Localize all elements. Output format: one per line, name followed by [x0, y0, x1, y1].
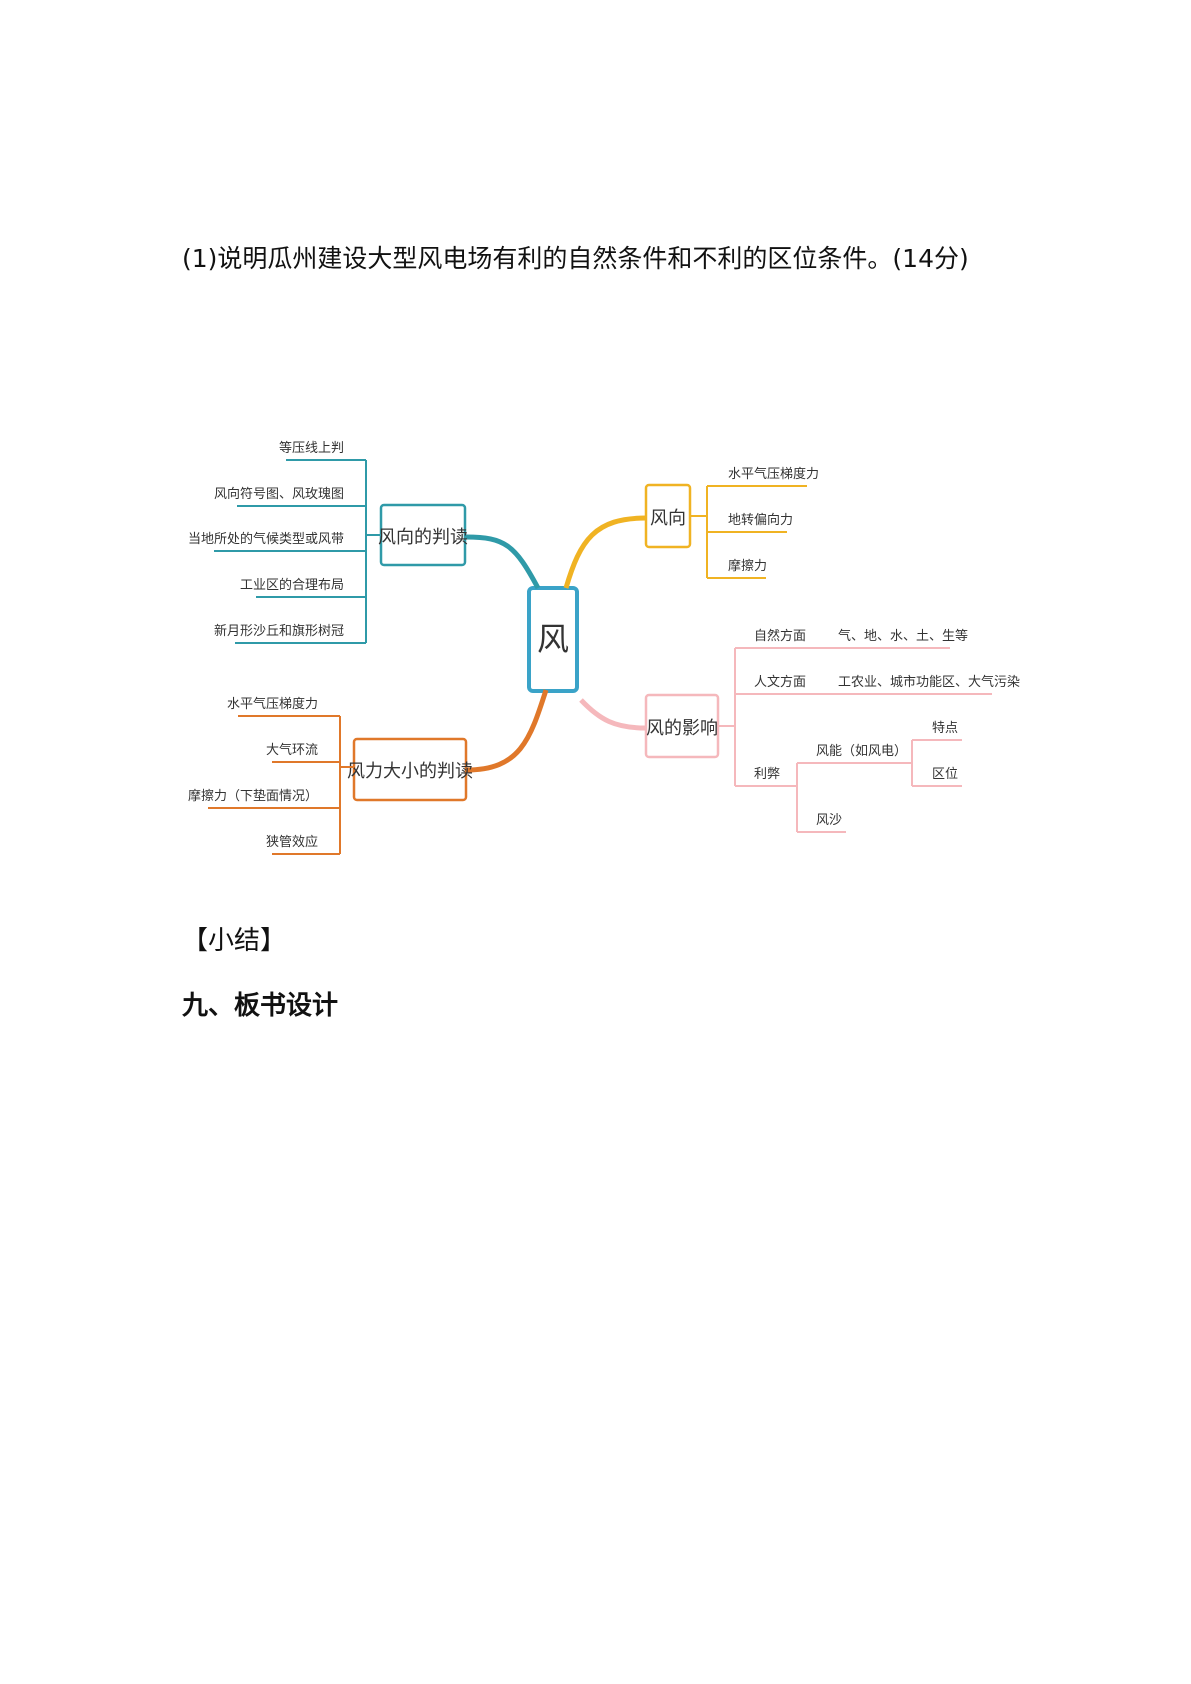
direction-judge-item: 当地所处的气候类型或风带	[188, 531, 366, 552]
wind-sand-branch: 风沙	[797, 813, 846, 833]
wind-direction-item: 摩擦力	[707, 558, 767, 579]
influence-natural: 自然方面 气、地、水、土、生等	[735, 628, 968, 649]
wind-direction-node: 风向	[644, 483, 692, 549]
strength-judge-item: 摩擦力（下垫面情况）	[188, 788, 340, 809]
svg-text:狭管效应: 狭管效应	[266, 834, 318, 850]
svg-text:人文方面: 人文方面	[754, 674, 806, 690]
svg-text:摩擦力: 摩擦力	[728, 558, 767, 574]
svg-text:等压线上判: 等压线上判	[279, 440, 344, 456]
summary-label: 【小结】	[182, 926, 287, 956]
svg-text:风能（如风电）: 风能（如风电）	[816, 743, 907, 759]
svg-text:自然方面: 自然方面	[754, 628, 806, 644]
svg-text:水平气压梯度力: 水平气压梯度力	[728, 466, 819, 482]
strength-judge-item: 大气环流	[266, 742, 340, 763]
strength-judge-node: 风力大小的判读	[347, 737, 473, 802]
svg-text:区位: 区位	[932, 767, 958, 782]
center-label: 风	[537, 620, 569, 658]
svg-text:气、地、水、土、生等: 气、地、水、土、生等	[838, 628, 968, 644]
svg-text:水平气压梯度力: 水平气压梯度力	[227, 696, 318, 712]
svg-text:大气环流: 大气环流	[266, 742, 318, 758]
wind-direction-item: 地转偏向力	[707, 512, 793, 533]
wind-energy-branch: 风能（如风电）	[797, 743, 912, 764]
strength-judge-item: 水平气压梯度力	[227, 696, 340, 717]
svg-text:利弊: 利弊	[754, 766, 780, 782]
influence-node: 风的影响	[644, 693, 720, 759]
svg-text:新月形沙丘和旗形树冠: 新月形沙丘和旗形树冠	[214, 623, 344, 639]
section-heading: 九、板书设计	[182, 991, 339, 1021]
svg-text:工农业、城市功能区、大气污染: 工农业、城市功能区、大气污染	[838, 674, 1020, 690]
question-text: (1)说明瓜州建设大型风电场有利的自然条件和不利的区位条件。(14分)	[182, 244, 969, 273]
direction-judge-item: 新月形沙丘和旗形树冠	[214, 623, 366, 644]
center-node: 风	[527, 586, 579, 693]
svg-text:特点: 特点	[932, 721, 958, 736]
wind-direction-label: 风向	[650, 508, 686, 529]
svg-text:地转偏向力: 地转偏向力	[728, 512, 793, 528]
strength-judge-label: 风力大小的判读	[347, 761, 473, 782]
direction-judge-item: 等压线上判	[279, 440, 366, 461]
svg-text:风沙: 风沙	[816, 813, 842, 828]
wind-energy-item: 特点	[912, 721, 962, 741]
wind-direction-item: 水平气压梯度力	[707, 466, 819, 487]
influence-human: 人文方面 工农业、城市功能区、大气污染	[735, 674, 1020, 695]
direction-judge-label: 风向的判读	[378, 527, 468, 548]
strength-judge-item: 狭管效应	[266, 834, 340, 855]
svg-text:风向符号图、风玫瑰图: 风向符号图、风玫瑰图	[214, 486, 344, 502]
influence-pros-cons: 利弊	[735, 766, 797, 787]
svg-text:摩擦力（下垫面情况）: 摩擦力（下垫面情况）	[188, 788, 318, 804]
wind-energy-item: 区位	[912, 767, 962, 787]
direction-judge-node: 风向的判读	[378, 503, 468, 567]
direction-judge-item: 工业区的合理布局	[240, 577, 366, 598]
direction-judge-item: 风向符号图、风玫瑰图	[214, 486, 366, 507]
svg-text:工业区的合理布局: 工业区的合理布局	[240, 577, 344, 593]
influence-label: 风的影响	[646, 718, 718, 739]
svg-text:当地所处的气候类型或风带: 当地所处的气候类型或风带	[188, 531, 344, 547]
